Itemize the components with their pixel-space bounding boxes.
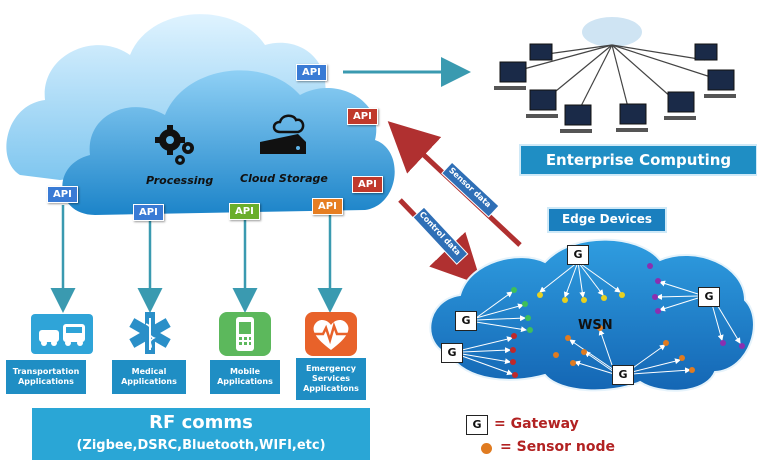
api-to-app-arrows xyxy=(50,205,343,313)
gear-icon xyxy=(155,125,194,165)
app-label-medical: Medical Applications xyxy=(112,360,186,394)
sensor-nodes xyxy=(510,263,745,378)
bus-car-icon xyxy=(31,314,93,354)
api-tag-transportation: API xyxy=(47,186,78,203)
gateway-node-top: G xyxy=(567,245,589,265)
api-tag-sensor: API xyxy=(347,108,378,125)
api-tag-mobile: API xyxy=(229,203,260,220)
wsn-links xyxy=(461,261,741,376)
mobile-phone-icon xyxy=(219,312,271,356)
heartbeat-icon xyxy=(305,312,357,356)
api-tag-emergency: API xyxy=(312,198,343,215)
rf-comms-box xyxy=(32,408,370,460)
gateway-node-left-lower: G xyxy=(441,343,463,363)
rf-comms-subtitle: (Zigbee,DSRC,Bluetooth,WIFI,etc) xyxy=(76,438,326,453)
app-label-mobile: Mobile Applications xyxy=(210,360,280,394)
legend-sensor-label: = Sensor node xyxy=(500,439,615,455)
legend-sensor-dot xyxy=(481,443,492,454)
legend-gateway-label: = Gateway xyxy=(494,416,579,432)
api-tag-enterprise: API xyxy=(296,64,327,81)
app-label-emergency: Emergency Services Applications xyxy=(296,358,366,400)
enterprise-label-box xyxy=(519,144,757,176)
edge-devices-box xyxy=(547,207,667,233)
wsn-cloud xyxy=(429,238,755,392)
cloud-storage-icon xyxy=(260,114,306,154)
api-tag-medical: API xyxy=(133,204,164,221)
api-tag-control: API xyxy=(352,176,383,193)
medical-star-icon xyxy=(122,310,178,356)
gateway-node-left-upper: G xyxy=(455,311,477,331)
sensor-data-tag xyxy=(441,161,500,218)
main-cloud xyxy=(62,70,395,215)
gateway-node-right: G xyxy=(698,287,720,307)
wsn-label: WSN xyxy=(578,318,613,333)
cloud-storage-label: Cloud Storage xyxy=(240,172,328,185)
control-data-tag xyxy=(412,206,469,265)
enterprise-network-illustration xyxy=(494,17,736,133)
edge-devices-title: Edge Devices xyxy=(561,212,653,226)
enterprise-computing-label: Enterprise Computing xyxy=(545,151,732,169)
legend-gateway-symbol: G xyxy=(466,415,488,435)
rf-comms-title: RF comms xyxy=(149,412,253,433)
gateway-node-bottom: G xyxy=(612,365,634,385)
processing-label: Processing xyxy=(146,174,214,187)
app-label-transportation: Transportation Applications xyxy=(6,360,86,394)
